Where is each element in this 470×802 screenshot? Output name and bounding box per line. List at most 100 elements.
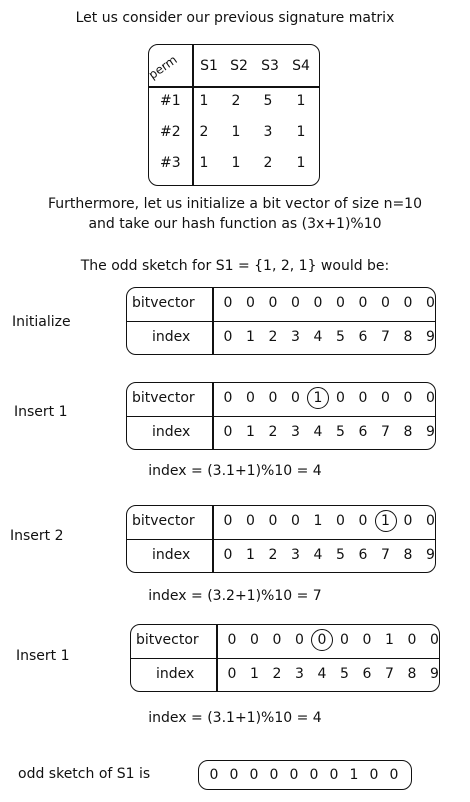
final-bitvector-box [198, 760, 412, 790]
bitvector-label: bitvector [136, 632, 199, 648]
index-value: 7 [385, 666, 394, 682]
hash-formula: index = (3.2+1)%10 = 7 [148, 588, 322, 604]
bit-value: 0 [358, 390, 368, 406]
index-value: 9 [430, 666, 439, 682]
index-value: 0 [223, 547, 233, 563]
final-bit-value: 0 [209, 767, 219, 783]
index-value: 2 [268, 424, 278, 440]
bit-value: 0 [426, 513, 435, 529]
bit-value: 0 [381, 295, 390, 311]
matrix-row-label: #3 [160, 155, 181, 171]
bit-value: 0 [336, 295, 345, 311]
index-value: 2 [268, 329, 278, 345]
index-value: 8 [403, 329, 413, 345]
index-value: 6 [362, 666, 372, 682]
index-value: 3 [291, 329, 300, 345]
bit-value: 0 [403, 390, 413, 406]
index-value: 7 [381, 424, 390, 440]
index-value: 6 [358, 424, 368, 440]
bit-value: 0 [358, 513, 368, 529]
bit-value: 0 [246, 295, 255, 311]
matrix-col-header: S1 [200, 58, 218, 74]
bit-value: 0 [250, 632, 259, 648]
matrix-cell: 1 [296, 124, 306, 140]
step-divider-horizontal [130, 658, 440, 660]
index-value: 6 [358, 547, 368, 563]
bit-value: 0 [430, 632, 439, 648]
index-value: 0 [223, 424, 233, 440]
bit-value: 0 [246, 390, 255, 406]
matrix-cell: 3 [263, 124, 273, 140]
bit-value: 0 [403, 513, 413, 529]
step-divider-horizontal [126, 416, 436, 418]
index-value: 9 [426, 329, 435, 345]
index-value: 1 [250, 666, 259, 682]
final-bit-value: 0 [329, 767, 339, 783]
index-value: 1 [246, 424, 255, 440]
hash-formula: index = (3.1+1)%10 = 4 [148, 463, 322, 479]
matrix-cell: 5 [263, 93, 273, 109]
bit-value: 0 [272, 632, 282, 648]
final-bit-value: 0 [229, 767, 239, 783]
step-label: Insert 1 [14, 404, 68, 420]
index-value: 0 [223, 329, 233, 345]
step-divider-horizontal [126, 539, 436, 541]
paragraph-odd-sketch: The odd sketch for S1 = {1, 2, 1} would … [80, 258, 390, 274]
index-value: 4 [317, 666, 327, 682]
bit-value: 0 [336, 513, 345, 529]
final-bit-value: 0 [269, 767, 279, 783]
bit-value: 0 [362, 632, 372, 648]
bit-value: 0 [358, 295, 368, 311]
index-value: 4 [313, 329, 323, 345]
bit-value: 0 [426, 295, 435, 311]
matrix-border [148, 44, 320, 186]
bit-value: 0 [291, 390, 300, 406]
final-bit-value: 0 [249, 767, 259, 783]
bit-value: 0 [223, 390, 233, 406]
highlight-circle [307, 387, 329, 409]
final-bit-value: 0 [389, 767, 399, 783]
bitvector-label: bitvector [132, 390, 195, 406]
matrix-cell: 2 [263, 155, 273, 171]
highlight-circle [311, 629, 333, 651]
final-label: odd sketch of S1 is [18, 766, 151, 782]
index-value: 2 [268, 547, 278, 563]
index-label: index [152, 547, 191, 563]
index-value: 8 [407, 666, 417, 682]
final-bit-value: 0 [289, 767, 299, 783]
bit-value: 1 [385, 632, 394, 648]
matrix-cell: 1 [199, 93, 209, 109]
index-value: 2 [272, 666, 282, 682]
matrix-col-header: S2 [230, 58, 248, 74]
bit-value: 0 [407, 632, 417, 648]
bitvector-label: bitvector [132, 295, 195, 311]
bit-value: 0 [381, 390, 390, 406]
matrix-col-header: S3 [261, 58, 279, 74]
matrix-row-label: #1 [160, 93, 181, 109]
matrix-divider-vertical [192, 44, 194, 186]
highlight-circle [374, 510, 397, 532]
index-value: 5 [336, 424, 345, 440]
index-label: index [152, 424, 191, 440]
paragraph-bitvector: Furthermore, let us initialize a bit vec… [48, 196, 422, 212]
index-value: 5 [336, 547, 345, 563]
index-value: 1 [246, 547, 255, 563]
index-value: 6 [358, 329, 368, 345]
bit-value: 0 [223, 295, 233, 311]
paragraph-hash: and take our hash function as (3x+1)%10 [88, 216, 382, 232]
index-value: 3 [295, 666, 304, 682]
index-value: 8 [403, 424, 413, 440]
bit-value: 0 [403, 295, 413, 311]
index-value: 3 [291, 424, 300, 440]
intro-text: Let us consider our previous signature m… [75, 10, 395, 26]
final-bit-value: 1 [349, 767, 359, 783]
index-value: 1 [246, 329, 255, 345]
index-value: 8 [403, 547, 413, 563]
bit-value: 0 [246, 513, 255, 529]
hash-formula: index = (3.1+1)%10 = 4 [148, 710, 322, 726]
index-value: 4 [313, 424, 323, 440]
bit-value: 0 [336, 390, 345, 406]
bit-value: 0 [313, 295, 323, 311]
index-value: 5 [336, 329, 345, 345]
bit-value: 1 [313, 513, 323, 529]
